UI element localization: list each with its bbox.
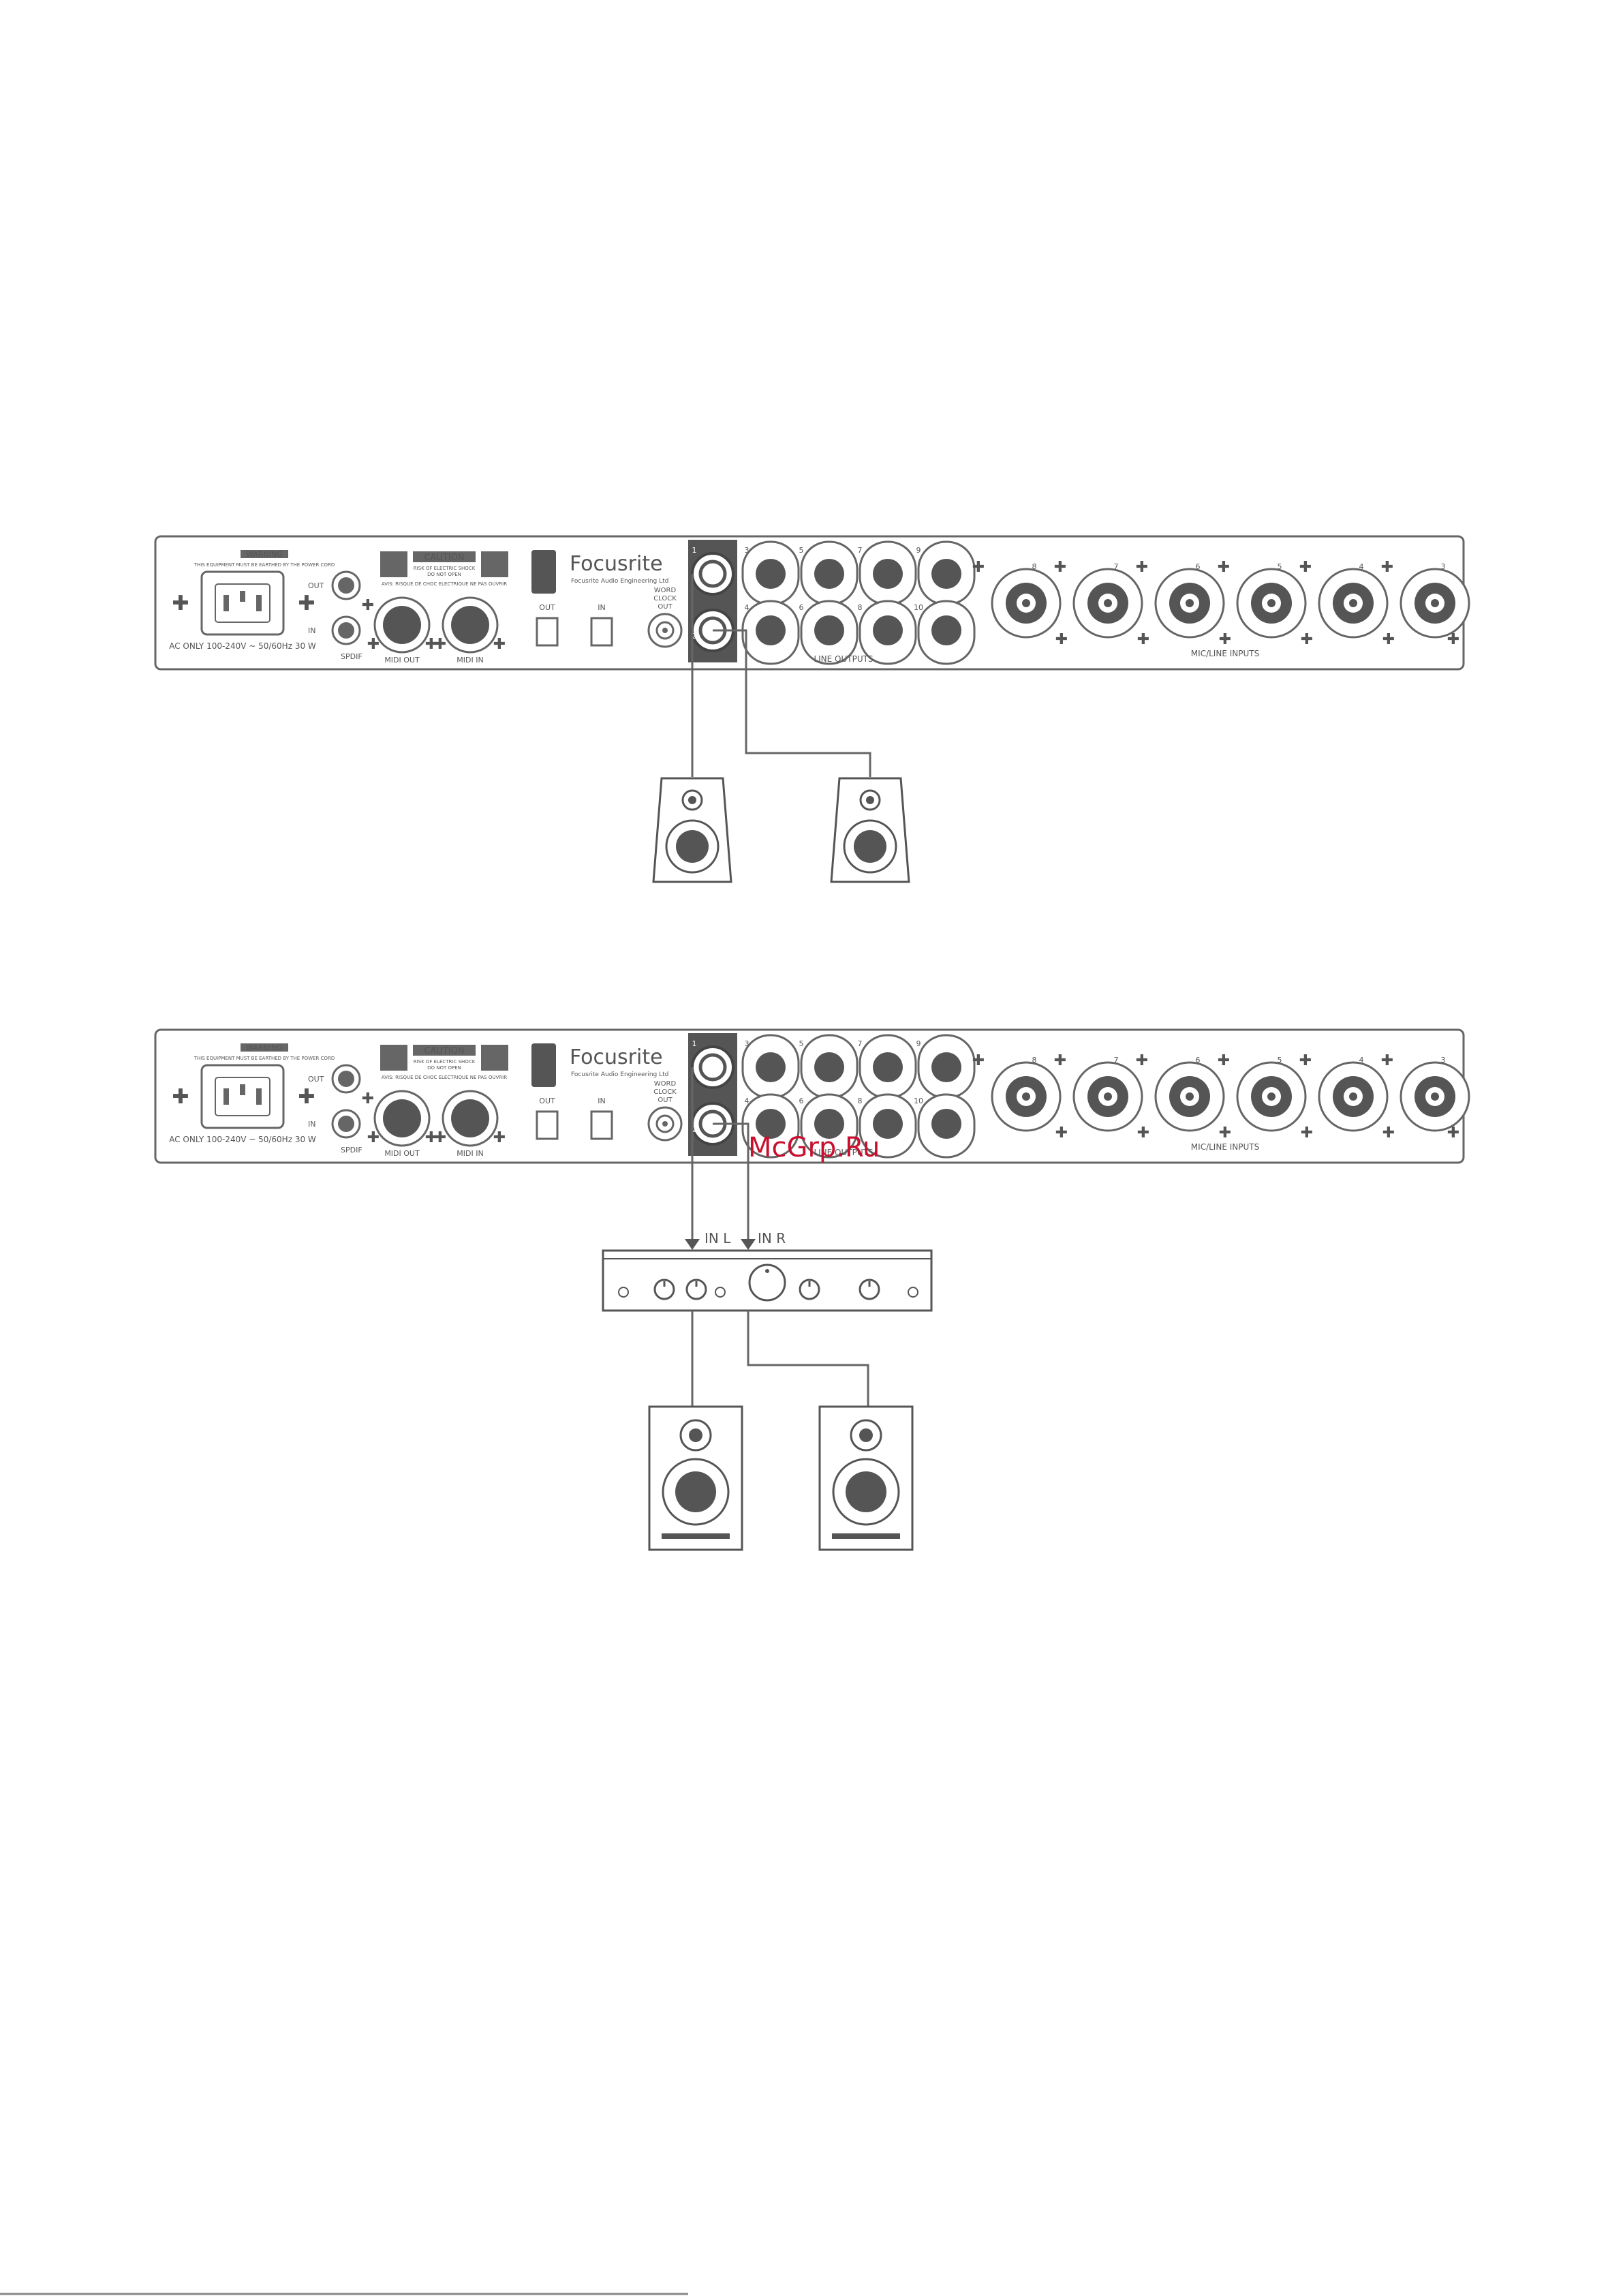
wordclock-label-2b: CLOCK	[653, 1088, 677, 1096]
out-num-7b: 7	[858, 1039, 863, 1048]
speaker-active-left	[648, 1405, 743, 1551]
wordclock-label-1b: WORD	[654, 1080, 677, 1088]
optical-out-label-2: OUT	[539, 1097, 555, 1105]
out-num-9: 9	[916, 546, 921, 555]
caution-line2-2: DO NOT OPEN	[427, 1065, 461, 1071]
spdif-label-2: SPDIF	[341, 1146, 362, 1154]
caution-title-2: CAUTION	[424, 1046, 464, 1056]
avis-text-2: AVIS: RISQUE DE CHOC ELECTRIQUE NE PAS O…	[382, 1075, 507, 1080]
cables-amp-speakers	[691, 1311, 869, 1407]
out-num-6b: 6	[799, 1097, 804, 1105]
out-num-1b: 1	[692, 1039, 697, 1048]
amp-in-left-label: IN L	[705, 1230, 731, 1246]
speaker-passive-right	[830, 777, 910, 883]
mic-num-8: 8	[1032, 562, 1037, 571]
out-num-5b: 5	[799, 1039, 804, 1048]
out-num-8b: 8	[858, 1097, 863, 1105]
power-rating-2: AC ONLY 100-240V ~ 50/60Hz 30 W	[169, 1135, 316, 1144]
out-num-10b: 10	[914, 1097, 923, 1105]
out-num-7: 7	[858, 546, 863, 555]
wordclock-label-3b: OUT	[658, 1097, 673, 1104]
brand-name: Focusrite	[570, 552, 663, 576]
warning-title: WARNING	[246, 550, 283, 559]
optical-out-label: OUT	[539, 603, 555, 612]
out-num-2b: 2	[692, 1125, 697, 1134]
mic-num-7: 7	[1114, 562, 1119, 571]
out-num-4b: 4	[745, 1097, 749, 1105]
power-rating: AC ONLY 100-240V ~ 50/60Hz 30 W	[169, 641, 316, 651]
watermark: McGrp.Ru	[748, 1132, 880, 1163]
cables-top	[691, 574, 871, 777]
wordclock-label-3: OUT	[658, 603, 673, 611]
spdif-out-label: OUT	[308, 581, 324, 590]
mic-num-5: 5	[1278, 562, 1282, 571]
spdif-in-label-2: IN	[308, 1120, 315, 1129]
warning-title-2: WARNING	[246, 1043, 283, 1052]
mic-num-8b: 8	[1032, 1056, 1037, 1065]
brand-subtitle: Focusrite Audio Engineering Ltd	[571, 578, 668, 585]
out-num-4: 4	[745, 603, 749, 612]
amplifier	[602, 1249, 933, 1312]
warning-text: THIS EQUIPMENT MUST BE EARTHED BY THE PO…	[194, 562, 335, 568]
brand-subtitle-2: Focusrite Audio Engineering Ltd	[571, 1071, 668, 1078]
amp-in-right-label: IN R	[758, 1230, 786, 1246]
avis-text: AVIS: RISQUE DE CHOC ELECTRIQUE NE PAS O…	[382, 581, 507, 587]
line-outputs-label: LINE OUTPUTS	[814, 654, 873, 664]
out-num-8: 8	[858, 603, 863, 612]
out-num-5: 5	[799, 546, 804, 555]
mic-num-5b: 5	[1278, 1056, 1282, 1065]
optical-in-label: IN	[598, 603, 605, 612]
mic-num-6: 6	[1196, 562, 1201, 571]
out-num-3b: 3	[745, 1039, 749, 1048]
optical-in-label-2: IN	[598, 1097, 605, 1105]
out-num-6: 6	[799, 603, 804, 612]
caution-line1: RISK OF ELECTRIC SHOCK	[414, 566, 476, 571]
rear-panel-top: WARNING THIS EQUIPMENT MUST BE EARTHED B…	[155, 536, 1469, 669]
caution-title: CAUTION	[424, 553, 464, 563]
mic-num-4b: 4	[1359, 1056, 1364, 1065]
wordclock-label-1: WORD	[654, 587, 677, 594]
spdif-out-label-2: OUT	[308, 1075, 324, 1084]
midi-out-label-2: MIDI OUT	[384, 1149, 420, 1158]
mic-num-3: 3	[1441, 562, 1446, 571]
mic-num-4: 4	[1359, 562, 1364, 571]
mic-num-6b: 6	[1196, 1056, 1201, 1065]
mic-num-7b: 7	[1114, 1056, 1119, 1065]
mic-num-3b: 3	[1441, 1056, 1446, 1065]
midi-out-label: MIDI OUT	[384, 656, 420, 664]
warning-text-2: THIS EQUIPMENT MUST BE EARTHED BY THE PO…	[194, 1056, 335, 1061]
arrow-in-right	[741, 1239, 756, 1250]
out-num-1: 1	[692, 546, 697, 555]
wordclock-label-2: CLOCK	[653, 595, 677, 602]
rear-panel-bottom: WARNING THIS EQUIPMENT MUST BE EARTHED B…	[155, 1030, 1469, 1163]
out-num-3: 3	[745, 546, 749, 555]
out-num-2: 2	[692, 632, 697, 641]
mic-inputs-label-2: MIC/LINE INPUTS	[1191, 1142, 1259, 1152]
midi-in-label-2: MIDI IN	[457, 1149, 483, 1158]
spdif-label: SPDIF	[341, 652, 362, 661]
cables-bottom	[691, 1067, 749, 1246]
arrow-in-left	[685, 1239, 700, 1250]
brand-name-2: Focusrite	[570, 1045, 663, 1069]
speaker-active-right	[818, 1405, 914, 1551]
spdif-in-label: IN	[308, 626, 315, 635]
out-num-9b: 9	[916, 1039, 921, 1048]
caution-line2: DO NOT OPEN	[427, 572, 461, 577]
line-outputs-label-2: LINE OUTPUTS	[814, 1148, 873, 1157]
caution-line1-2: RISK OF ELECTRIC SHOCK	[414, 1059, 476, 1065]
out-num-10: 10	[914, 603, 923, 612]
midi-in-label: MIDI IN	[457, 656, 483, 664]
speaker-passive-left	[652, 777, 732, 883]
mic-inputs-label: MIC/LINE INPUTS	[1191, 649, 1259, 658]
